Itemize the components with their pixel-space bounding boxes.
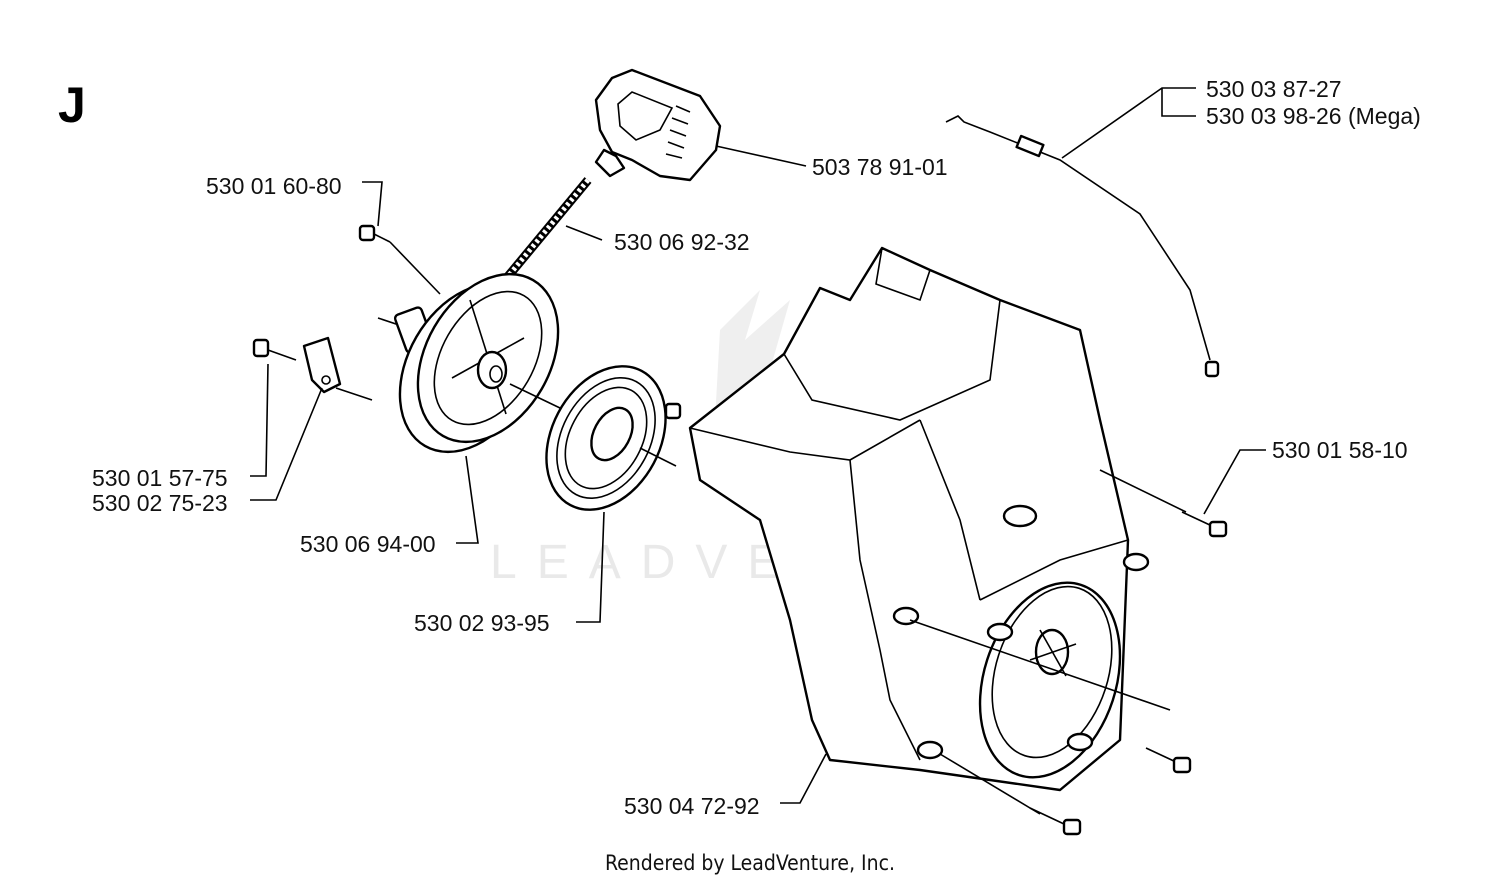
label-throttle-cable[interactable]: 530 03 87-27 [1206, 76, 1342, 102]
label-starter-housing[interactable]: 530 04 72-92 [624, 793, 760, 819]
starter-handle-drawing[interactable] [594, 68, 722, 182]
housing-screw-drawing[interactable] [1029, 511, 1228, 836]
rope-pulley-drawing[interactable] [371, 249, 586, 477]
label-rope-pulley[interactable]: 530 06 94-00 [300, 531, 436, 557]
label-throttle-cable-mega[interactable]: 530 03 98-26 (Mega) [1206, 103, 1421, 129]
label-pawl-screw[interactable]: 530 01 57-75 [92, 465, 228, 491]
label-recoil-spring[interactable]: 530 02 93-95 [414, 610, 550, 636]
pawl-drawing[interactable] [302, 336, 373, 401]
section-letter: J [58, 77, 86, 133]
label-starter-handle[interactable]: 503 78 91-01 [812, 154, 948, 180]
label-housing-screw[interactable]: 530 01 58-10 [1272, 437, 1408, 463]
label-pulley-screw[interactable]: 530 01 60-80 [206, 173, 342, 199]
throttle-cable-drawing[interactable] [945, 115, 1220, 378]
label-pawl[interactable]: 530 02 75-23 [92, 490, 228, 516]
label-starter-rope[interactable]: 530 06 92-32 [614, 229, 750, 255]
pawl-screw-drawing[interactable] [252, 338, 297, 361]
footer-credit: Rendered by LeadVenture, Inc. [605, 851, 895, 875]
starter-rope-drawing[interactable] [496, 177, 592, 289]
pulley-screw-drawing[interactable] [358, 224, 441, 295]
leader-lines [250, 87, 1266, 804]
starter-housing-drawing[interactable] [688, 246, 1187, 815]
recoil-spring-drawing[interactable] [523, 346, 690, 531]
